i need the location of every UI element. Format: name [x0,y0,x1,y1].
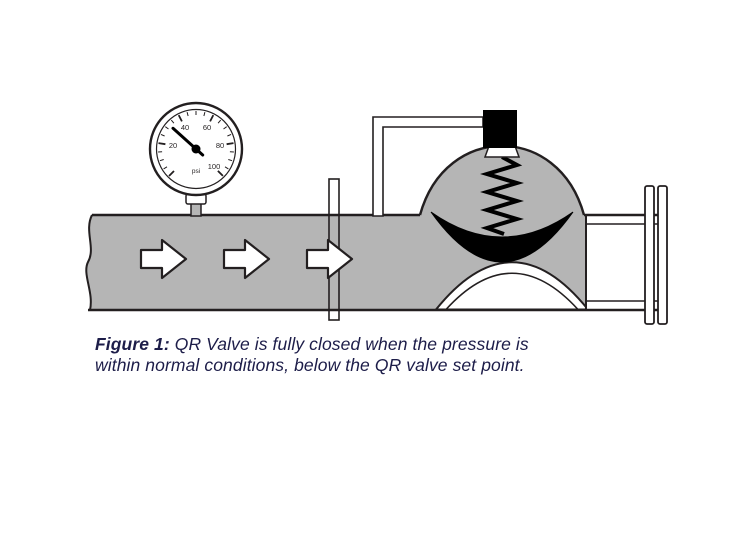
end-flange-bar [644,185,655,325]
gauge-label-80: 80 [216,141,224,150]
pressure-gauge: 20 40 60 80 100 psi [148,101,244,217]
gauge-label-60: 60 [203,123,211,132]
flow-arrows [139,238,354,280]
end-flange [644,185,668,325]
valve-spring [480,155,524,236]
gauge-major-ticks [158,114,234,177]
valve-seat-inner-wall [445,272,579,311]
gauge-needle-hub [191,144,201,154]
figure-caption-line2: within normal conditions, below the QR v… [95,355,525,375]
flow-arrow-right-icon [222,238,271,280]
figure-caption-label: Figure 1: [95,334,170,354]
pilot-cap [483,110,517,148]
valve-diaphragm [430,211,574,263]
end-flange-bar [657,185,668,325]
flow-arrow-right-icon [305,238,354,280]
figure-caption-line1: QR Valve is fully closed when the pressu… [169,334,529,354]
gauge-stem [190,202,202,217]
pipe-break-edge [85,214,93,311]
gauge-label-100: 100 [208,162,221,171]
flow-arrow-right-icon [139,238,188,280]
gauge-face-inner-ring [155,108,237,190]
gauge-label-20: 20 [169,141,177,150]
figure-caption: Figure 1: QR Valve is fully closed when … [95,334,555,376]
gauge-unit-label: psi [192,168,200,175]
gauge-minor-ticks [158,111,234,170]
pipe-flow-fluid [86,146,587,310]
gauge-label-40: 40 [181,123,189,132]
valve-seat [433,261,591,311]
